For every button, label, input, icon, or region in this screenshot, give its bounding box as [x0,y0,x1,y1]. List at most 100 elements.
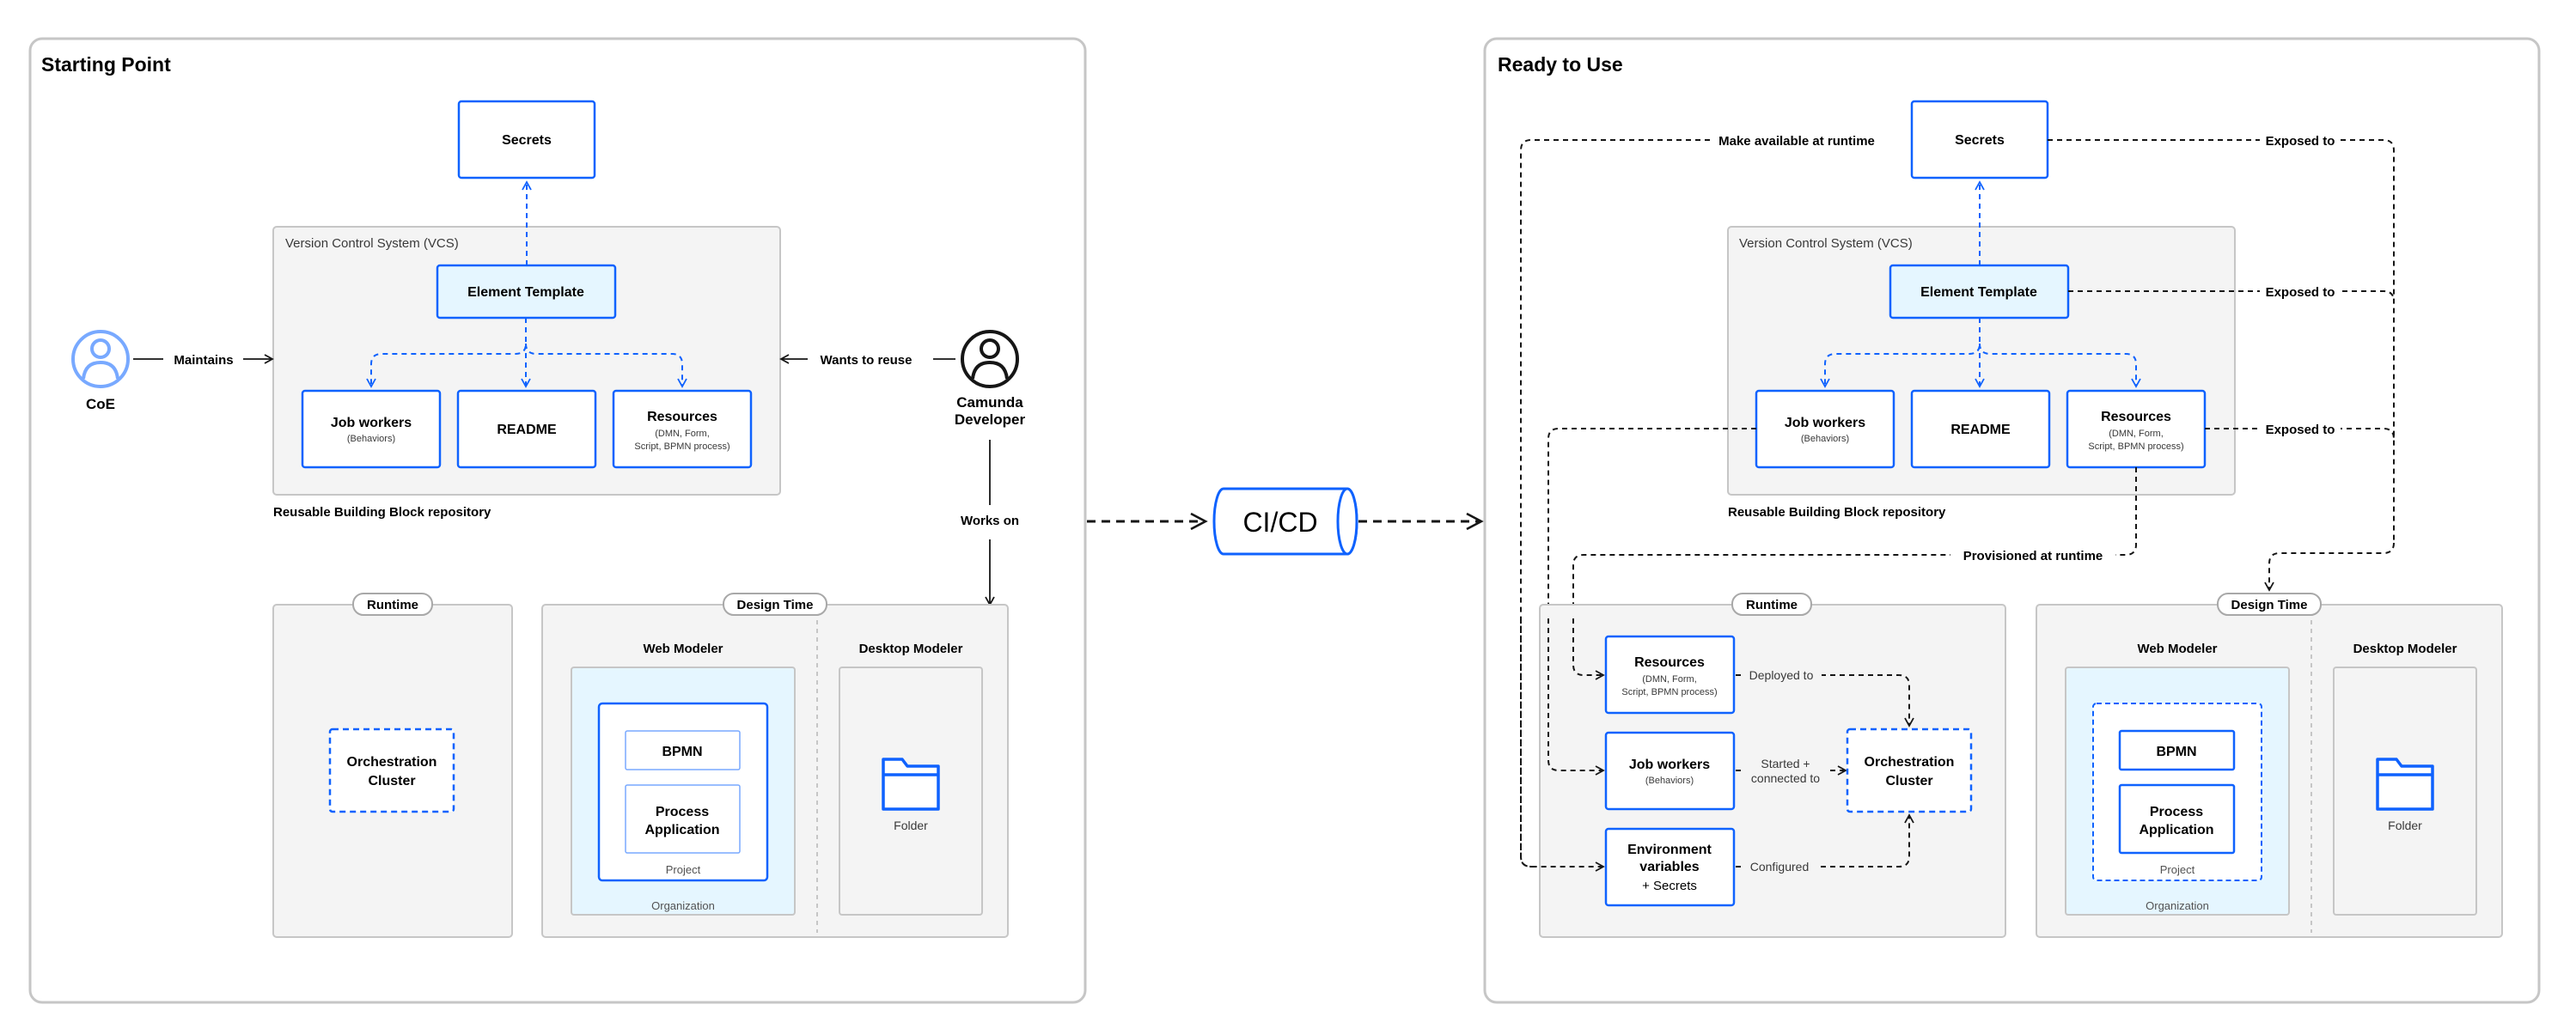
svg-text:Element Template: Element Template [467,285,584,300]
orchestration-cluster-box[interactable]: Orchestration Cluster [328,728,455,813]
element-template-box[interactable]: Element Template [1889,264,2070,320]
svg-text:Job workers: Job workers [331,416,412,430]
runtime-flow-labels: Deployed to Started + connected to Confi… [1741,664,1830,876]
svg-text:(Behaviors): (Behaviors) [1645,776,1694,786]
svg-text:Cluster: Cluster [1885,774,1932,788]
svg-text:Design Time: Design Time [2231,598,2308,612]
svg-text:README: README [497,423,557,437]
svg-text:Camunda: Camunda [956,394,1023,411]
svg-text:Cluster: Cluster [368,774,415,788]
exposed-to-label-2: Exposed to [2266,285,2335,300]
desktop-modeler-label: Desktop Modeler [2353,642,2457,656]
desktop-modeler-box[interactable]: Folder [839,667,983,916]
job-workers-box[interactable]: Job workers (Behaviors) [1755,389,1895,469]
repo-caption: Reusable Building Block repository [1728,505,1946,520]
svg-text:Job workers: Job workers [1785,416,1865,430]
rt-resources-box[interactable]: Resources (DMN, Form, Script, BPMN proce… [1604,635,1736,715]
deployed-to-label: Deployed to [1749,668,1814,682]
svg-text:Organization: Organization [651,899,715,912]
coe-label: CoE [86,396,115,412]
resources-box[interactable]: Resources (DMN, Form, Script, BPMN proce… [612,389,753,469]
secrets-box[interactable]: Secrets [1910,100,2049,180]
maintains-arrow: Maintains [133,353,274,368]
svg-text:Script, BPMN process): Script, BPMN process) [2088,441,2183,452]
camunda-developer-actor[interactable]: Camunda Developer [955,330,1026,428]
starting-point-title: Starting Point [41,53,171,76]
user-outline-icon [71,330,130,388]
svg-text:Orchestration: Orchestration [347,755,437,770]
svg-text:Resources: Resources [647,410,717,424]
svg-text:Wants to reuse: Wants to reuse [821,353,913,368]
desktop-modeler-label: Desktop Modeler [859,642,963,656]
svg-text:+ Secrets: + Secrets [1642,879,1697,893]
resources-box[interactable]: Resources (DMN, Form, Script, BPMN proce… [2066,389,2207,469]
ready-to-use-panel: Ready to Use Version Control System (VCS… [1483,37,2541,1004]
svg-text:(DMN, Form,: (DMN, Form, [655,429,710,439]
element-template-box[interactable]: Element Template [436,264,617,320]
svg-text:Job workers: Job workers [1629,758,1710,772]
svg-text:BPMN: BPMN [2156,745,2196,759]
svg-text:Organization: Organization [2146,899,2209,912]
svg-text:Folder: Folder [894,819,928,832]
user-outline-icon [961,330,1019,388]
wants-to-reuse-arrow: Wants to reuse [779,353,955,368]
svg-text:(DMN, Form,: (DMN, Form, [2109,429,2164,439]
folder-icon [882,758,940,811]
svg-text:(Behaviors): (Behaviors) [1801,434,1849,444]
svg-text:CI/CD: CI/CD [1242,507,1317,538]
bpmn-box[interactable]: BPMN [2118,729,2236,771]
svg-text:Resources: Resources [2101,410,2171,424]
svg-text:(DMN, Form,: (DMN, Form, [1642,674,1697,685]
svg-text:Resources: Resources [1634,655,1705,670]
svg-text:Script, BPMN process): Script, BPMN process) [634,441,729,452]
repo-caption: Reusable Building Block repository [273,505,491,520]
svg-text:Secrets: Secrets [502,133,552,148]
runtime-inner-lines [1520,618,1914,872]
svg-text:Process: Process [656,805,709,819]
svg-text:Works on: Works on [961,514,1019,528]
cicd-flow: CI/CD [1087,487,1484,556]
process-application-box[interactable]: Process Application [625,784,741,854]
svg-text:Element Template: Element Template [1920,285,2037,300]
svg-text:Process: Process [2150,805,2203,819]
orchestration-cluster-box[interactable]: Orchestration Cluster [1846,728,1973,813]
svg-text:Application: Application [644,823,719,837]
ready-to-use-title: Ready to Use [1498,53,1623,76]
readme-box[interactable]: README [1910,389,2051,469]
design-time-tag [723,593,827,616]
coe-actor[interactable]: CoE [71,330,130,412]
provisioned-label: Provisioned at runtime [1963,549,2103,563]
svg-text:Maintains: Maintains [174,353,233,368]
started-connected-label-2: connected to [1751,771,1820,785]
job-workers-box[interactable]: Job workers (Behaviors) [301,389,442,469]
svg-text:README: README [1950,423,2011,437]
svg-text:Runtime: Runtime [1746,598,1798,612]
exposed-to-label-3: Exposed to [2266,423,2335,437]
svg-text:Project: Project [2160,863,2195,876]
template-connectors [1820,180,2141,388]
svg-text:Runtime: Runtime [367,598,418,612]
rt-job-workers-box[interactable]: Job workers (Behaviors) [1604,731,1736,811]
environment-variables-box[interactable]: Environment variables + Secrets [1604,827,1736,907]
flow-labels: Make available at runtime Exposed to Exp… [1710,129,2341,566]
runtime-tag: Runtime [1731,593,1812,616]
readme-box[interactable]: README [456,389,597,469]
database-cylinder-icon [1212,487,1358,556]
svg-text:Secrets: Secrets [1955,133,2005,148]
secrets-box[interactable]: Secrets [457,100,596,180]
desktop-modeler-box[interactable]: Folder [2333,667,2477,916]
design-time-tag [2217,593,2322,616]
template-connectors [366,180,687,388]
runtime-tag [352,593,433,616]
web-modeler-label: Web Modeler [643,642,723,656]
configured-label: Configured [1750,860,1810,874]
svg-text:BPMN: BPMN [662,745,702,759]
cicd-cylinder[interactable]: CI/CD [1212,487,1358,556]
bpmn-box[interactable]: BPMN [625,730,741,770]
svg-text:variables: variables [1639,860,1699,874]
make-available-label: Make available at runtime [1718,134,1875,149]
svg-text:Project: Project [666,863,701,876]
process-application-box[interactable]: Process Application [2118,783,2236,855]
starting-point-panel: Starting Point Version Control System (V… [28,37,1087,1004]
